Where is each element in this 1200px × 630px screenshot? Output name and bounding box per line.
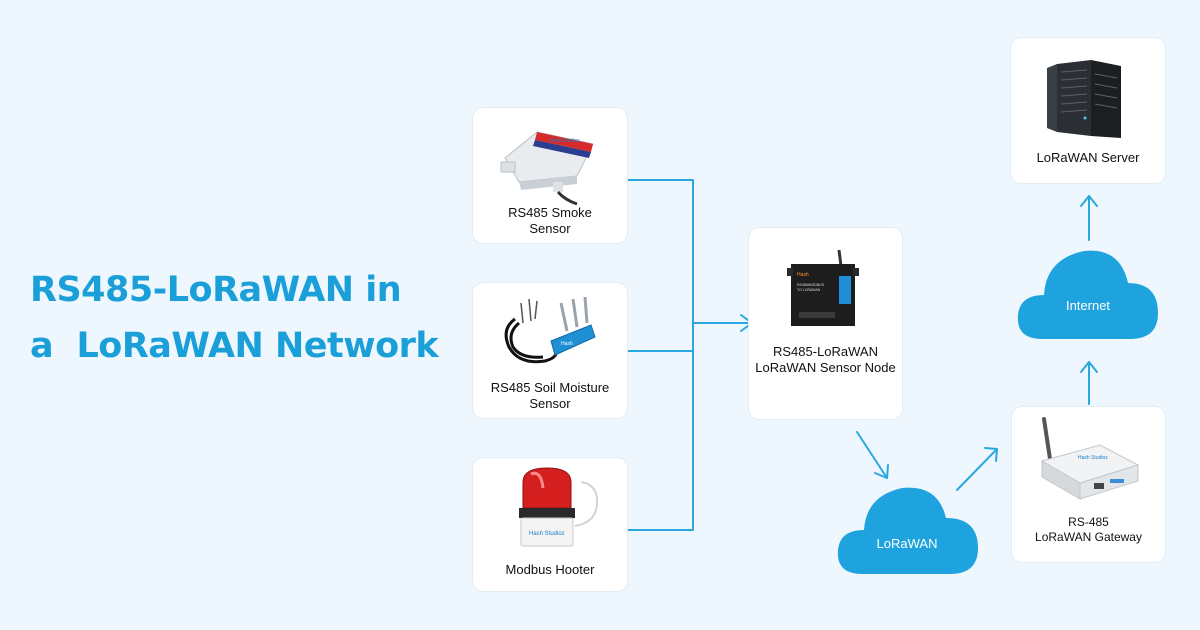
smoke-sensor-label-line-2: Sensor: [529, 221, 571, 236]
gateway-arrowhead: [1080, 361, 1098, 373]
svg-text:Hash: Hash: [797, 272, 809, 278]
converter-node-label-line-2: LoRaWAN Sensor Node: [755, 360, 896, 375]
svg-text:Hash Studioz: Hash Studioz: [529, 531, 565, 537]
svg-text:TO LORAWAN: TO LORAWAN: [797, 288, 821, 292]
sensor-bus-line: [627, 179, 694, 531]
gateway-card: Hash Studioz RS-485 LoRaWAN Gateway: [1012, 407, 1165, 562]
svg-text:Hash Studioz: Hash Studioz: [1078, 455, 1108, 461]
smoke-sensor-icon: Hash Studioz: [500, 131, 594, 206]
soil-moisture-sensor-icon: Hash: [504, 296, 596, 364]
converter-node-label: RS485-LoRaWAN LoRaWAN Sensor Node: [749, 344, 902, 376]
gateway-label-line-2: LoRaWAN Gateway: [1035, 530, 1142, 544]
title-line-1: RS485-LoRaWAN in: [30, 270, 402, 310]
svg-text:Hash Studioz: Hash Studioz: [550, 138, 580, 144]
server-card: LoRaWAN Server: [1011, 38, 1165, 183]
converter-node-card: Hash RS485/MODBUS TO LORAWAN RS485-LoRaW…: [749, 228, 902, 419]
converter-device-icon: Hash RS485/MODBUS TO LORAWAN: [787, 249, 859, 326]
svg-text:Hash: Hash: [561, 341, 573, 347]
hooter-icon: Hash Studioz: [519, 467, 599, 547]
soil-moisture-sensor-label-line-2: Sensor: [529, 396, 571, 411]
server-label: LoRaWAN Server: [1011, 150, 1165, 166]
soil-moisture-sensor-label: RS485 Soil Moisture Sensor: [473, 380, 627, 412]
lorawan-to-gateway-line: [956, 448, 998, 491]
hooter-card: Hash Studioz Modbus Hooter: [473, 458, 627, 591]
hooter-label: Modbus Hooter: [473, 562, 627, 578]
server-label-line-1: LoRaWAN Server: [1036, 150, 1140, 165]
hooter-label-line-1: Modbus Hooter: [505, 562, 595, 577]
converter-node-label-line-1: RS485-LoRaWAN: [772, 344, 878, 359]
title-line-2: a LoRaWAN Network: [30, 326, 439, 366]
svg-text:RS485/MODBUS: RS485/MODBUS: [797, 283, 825, 287]
lorawan-cloud-label: LoRaWAN: [876, 536, 938, 551]
smoke-sensor-label: RS485 Smoke Sensor: [473, 205, 627, 237]
node-arrowhead: [874, 464, 889, 479]
smoke-sensor-card: Hash Studioz RS485 Smoke Sensor: [473, 108, 627, 243]
lorawan-arrowhead: [984, 447, 998, 462]
gateway-router-icon: Hash Studioz: [1040, 417, 1140, 500]
page-title: RS485-LoRaWAN in a LoRaWAN Network: [30, 262, 439, 374]
gateway-label-line-1: RS-485: [1068, 515, 1109, 529]
soil-moisture-sensor-label-line-1: RS485 Soil Moisture: [490, 380, 610, 395]
server-rack-icon: [1047, 60, 1121, 138]
gateway-label: RS-485 LoRaWAN Gateway: [1012, 515, 1165, 545]
internet-arrowhead: [1080, 195, 1098, 207]
smoke-sensor-label-line-1: RS485 Smoke: [508, 205, 592, 220]
internet-cloud-icon: [1017, 250, 1158, 339]
node-to-lorawan-line: [856, 431, 888, 479]
internet-cloud-label: Internet: [1065, 298, 1111, 313]
lorawan-cloud-icon: [837, 487, 978, 574]
soil-moisture-sensor-card: Hash RS485 Soil Moisture Sensor: [473, 283, 627, 418]
